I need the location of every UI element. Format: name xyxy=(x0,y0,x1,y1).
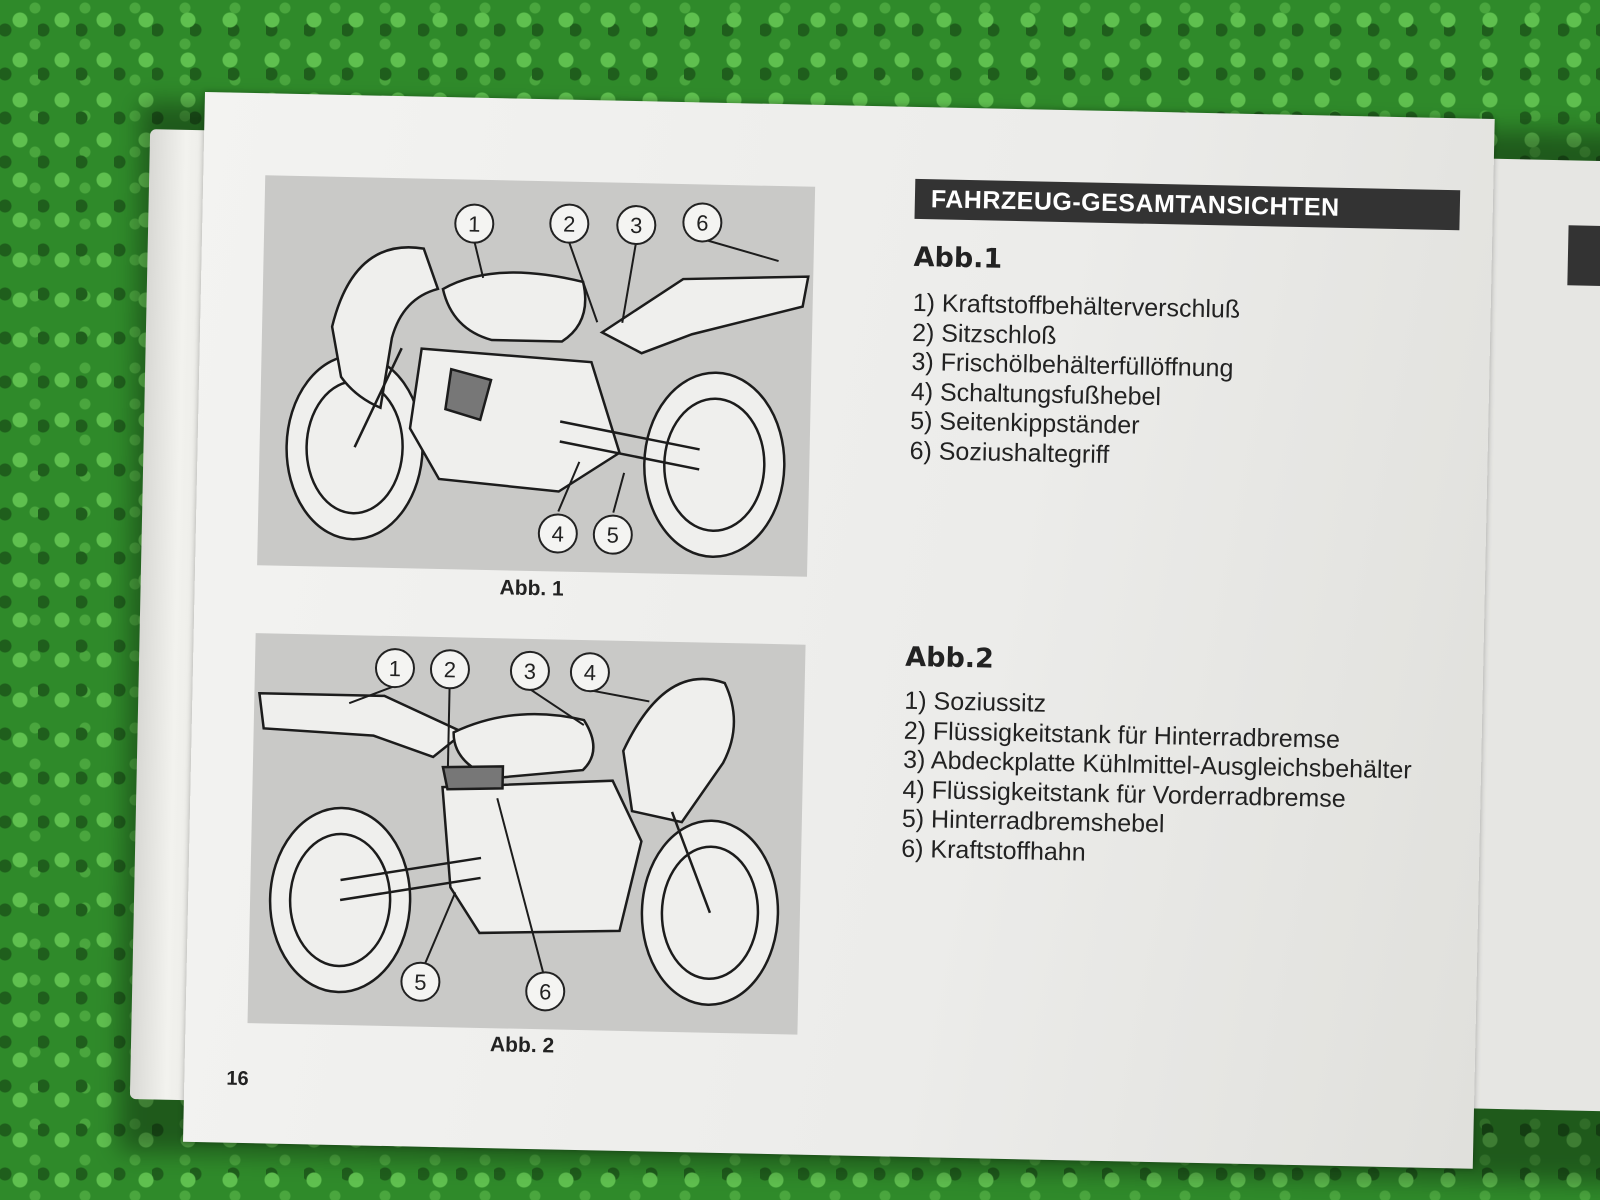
motorcycle-left-side-drawing: 1 2 3 6 4 5 xyxy=(285,202,810,558)
svg-text:5: 5 xyxy=(606,523,619,548)
callout-4: 4 xyxy=(569,652,610,693)
figure-1-callouts: 1 2 3 6 4 5 xyxy=(454,202,779,555)
abb1-legend: 1) Kraftstoffbehälterverschluß 2) Sitzsc… xyxy=(909,289,1240,473)
svg-text:4: 4 xyxy=(551,521,564,546)
figure-2-callouts: 1 2 3 4 5 6 xyxy=(348,648,650,1012)
svg-text:6: 6 xyxy=(696,210,709,235)
abb1-title: Abb.1 xyxy=(913,241,1003,275)
callout-1: 1 xyxy=(454,203,495,244)
callout-2: 2 xyxy=(549,203,590,244)
callout-6: 6 xyxy=(682,202,723,243)
callout-5: 5 xyxy=(592,514,633,555)
motorcycle-right-side-drawing: 1 2 3 4 5 6 xyxy=(258,648,780,1012)
abb2-title: Abb.2 xyxy=(904,641,995,675)
callout-3: 3 xyxy=(509,650,550,691)
svg-text:5: 5 xyxy=(414,970,427,995)
page-number: 16 xyxy=(226,1067,249,1091)
svg-text:2: 2 xyxy=(444,657,457,682)
manual-page: 1 2 3 6 4 5 Abb. 1 xyxy=(183,92,1495,1169)
figure-2-caption: Abb. 2 xyxy=(489,1033,555,1058)
callout-2: 2 xyxy=(429,649,470,690)
figure-2-illustration: 1 2 3 4 5 6 xyxy=(247,633,806,1035)
svg-text:3: 3 xyxy=(630,213,643,238)
legend-item: 6) Soziushaltegriff xyxy=(909,436,1110,469)
figure-1-illustration: 1 2 3 6 4 5 xyxy=(257,175,816,577)
callout-1: 1 xyxy=(374,648,415,689)
abb2-legend: 1) Soziussitz 2) Flüssigkeitstank für Hi… xyxy=(901,687,1413,875)
svg-text:3: 3 xyxy=(524,659,537,684)
section-header: FAHRZEUG-GESAMTANSICHTEN xyxy=(914,178,1461,231)
svg-text:2: 2 xyxy=(563,212,576,237)
callout-6: 6 xyxy=(525,971,566,1012)
callout-3: 3 xyxy=(616,205,657,246)
right-page-header-fragment xyxy=(1567,225,1600,287)
svg-text:4: 4 xyxy=(584,660,597,685)
figure-1-caption: Abb. 1 xyxy=(499,576,564,601)
callout-5: 5 xyxy=(400,961,441,1002)
callout-4: 4 xyxy=(537,513,578,554)
svg-text:1: 1 xyxy=(468,212,481,237)
svg-text:1: 1 xyxy=(389,656,402,681)
svg-text:6: 6 xyxy=(539,979,552,1004)
